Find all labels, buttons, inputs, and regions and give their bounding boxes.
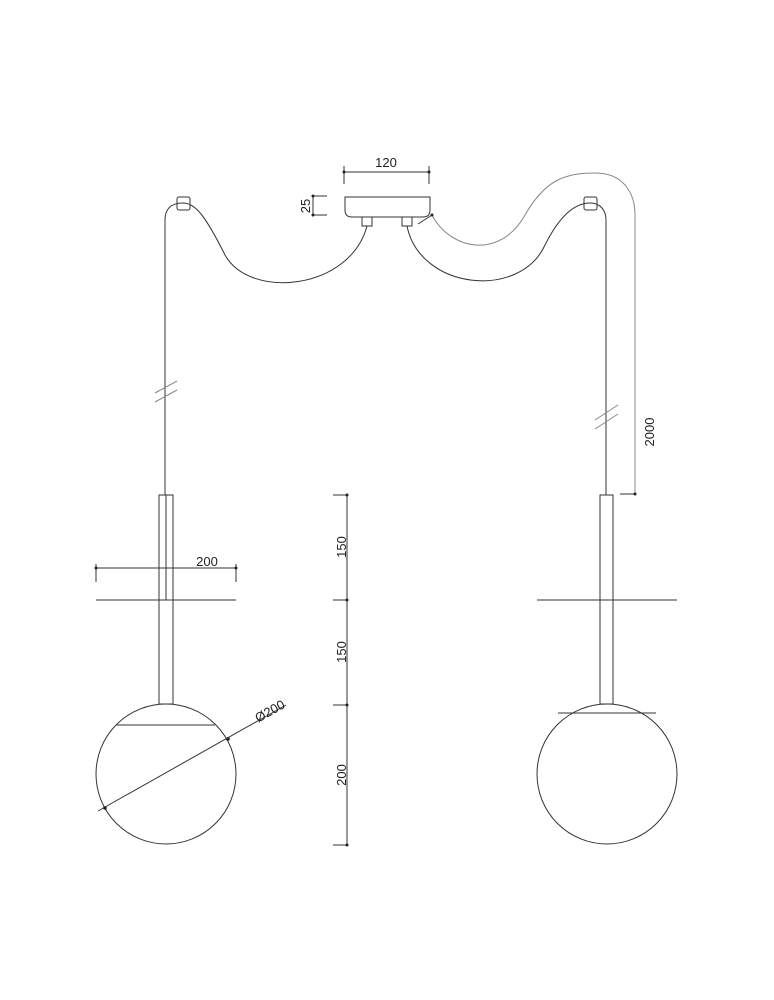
right-cable-break (594, 404, 619, 430)
left-cable-break (154, 380, 178, 403)
ceiling-canopy (344, 196, 431, 227)
stem-lower-label: 150 (334, 641, 349, 663)
globe-diameter-dimension: Ø200 (97, 697, 287, 812)
canopy-width-label: 120 (375, 155, 397, 170)
shade-width-dimension: 200 (94, 554, 238, 582)
right-pendant (536, 494, 678, 845)
right-cable (406, 202, 607, 495)
stem-upper-label: 150 (334, 536, 349, 558)
canopy-height-dimension: 25 (298, 194, 327, 217)
canopy-height-label: 25 (298, 199, 313, 213)
left-cable (164, 202, 368, 495)
cable-length-label: 2000 (642, 418, 657, 447)
globe-diameter-label: Ø200 (252, 697, 287, 726)
left-pendant (95, 494, 237, 845)
canopy-width-dimension: 120 (342, 155, 431, 184)
shade-width-label: 200 (196, 554, 218, 569)
height-dimension-stack: 150 150 200 (333, 493, 349, 847)
globe-height-label: 200 (334, 764, 349, 786)
cable-length-dimension: 2000 (417, 172, 657, 496)
